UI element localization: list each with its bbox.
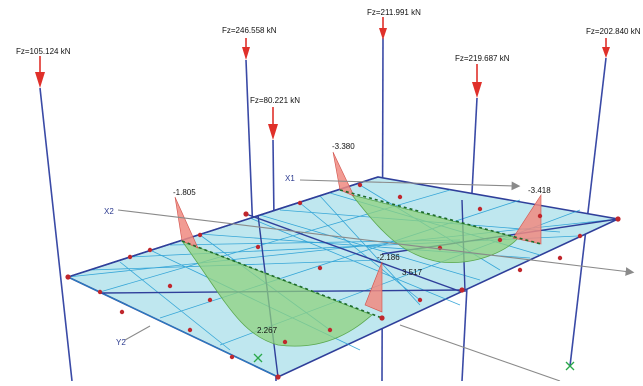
moment-peak [332,151,355,197]
support-line [339,189,542,245]
force-label: Fz=105.124 kN [16,47,71,56]
moment-labels: -1.805 -3.380 -3.418 -2.186 3.517 2.267 [173,142,551,335]
axis-label-x2: X2 [104,207,114,216]
axes: X1 X2 Y2 [104,174,635,382]
axis-y2-arrow [124,325,151,341]
column [569,57,607,367]
force-label: Fz=80.221 kN [250,96,300,105]
axis-label-x1: X1 [285,174,295,183]
axis-x2-arrow [117,209,635,276]
moment-value-label: -3.380 [332,142,355,151]
axis-x1-arrow [299,179,521,191]
moment-value-label: -1.805 [173,188,196,197]
force-label: Fz=211.991 kN [367,8,421,17]
axis-label-y2: Y2 [116,338,126,347]
moment-value-label: -2.186 [377,253,400,262]
moment-value-label: 3.517 [402,268,423,277]
force-label: Fz=246.558 kN [222,26,277,35]
mesh-nodes [65,182,621,380]
moment-area-span-2 [350,194,519,263]
force-label: Fz=202.840 kN [586,27,641,36]
moment-diagrams [174,151,542,347]
moment-area-span-1 [180,240,373,347]
moment-value-label: -3.418 [528,186,551,195]
support-marker [565,361,575,371]
support-marker [253,353,263,363]
force-labels: Fz=105.124 kN Fz=246.558 kN Fz=80.221 kN… [16,8,641,105]
force-arrows [35,17,610,140]
moment-peak [364,261,383,313]
column [39,87,73,382]
moment-value-label: 2.267 [257,326,278,335]
moment-peak [174,196,199,249]
axis-x3-arrow [399,324,561,382]
force-label: Fz=219.687 kN [455,54,510,63]
support-markers [253,353,575,371]
